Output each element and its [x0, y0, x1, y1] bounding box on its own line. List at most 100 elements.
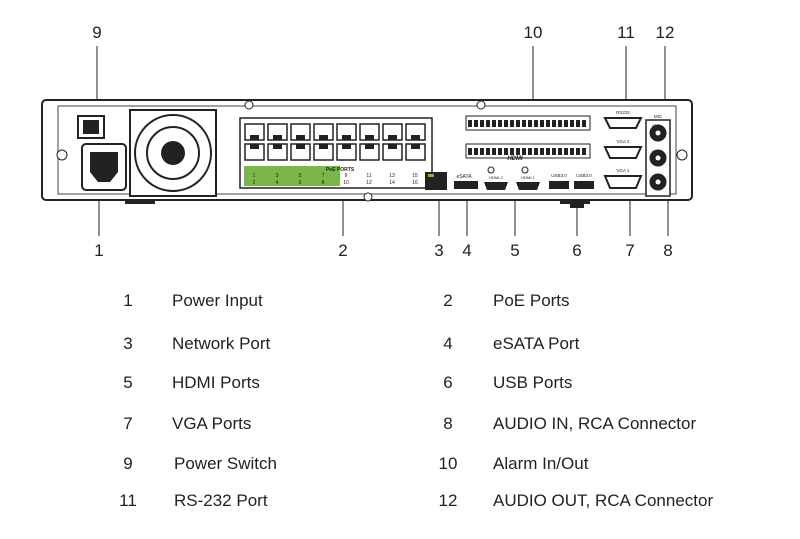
alarm-terminal-pin	[486, 148, 490, 155]
hdmi2-label: HDMI 2	[489, 175, 503, 180]
alarm-terminal-pin	[570, 120, 574, 127]
usb-a-label: USB3.0	[551, 173, 567, 178]
legend-number: 5	[123, 373, 133, 392]
poe-jack-tab	[411, 135, 420, 140]
legend-label: AUDIO OUT, RCA Connector	[493, 491, 714, 510]
legend-label: AUDIO IN, RCA Connector	[493, 414, 697, 433]
fan-hub	[161, 141, 185, 165]
poe-jack-tab	[250, 144, 259, 149]
usb-port-b	[574, 181, 594, 189]
alarm-terminal-pin	[552, 120, 556, 127]
hdmi-port-2	[484, 182, 508, 190]
legend-number: 10	[438, 454, 458, 473]
legend-label: VGA Ports	[172, 414, 252, 433]
legend-number: 4	[443, 334, 453, 353]
callout-10: 10	[523, 23, 543, 42]
alarm-terminal-pin	[528, 120, 532, 127]
callout-4: 4	[462, 241, 472, 260]
alarm-terminal-pin	[552, 148, 556, 155]
alarm-terminal-pin	[468, 148, 472, 155]
hdmi1-label: HDMI 1	[521, 175, 535, 180]
poe-port-number: 3	[276, 173, 279, 179]
callout-12: 12	[655, 23, 675, 42]
callout-6: 6	[572, 241, 582, 260]
alarm-terminal-pin	[492, 120, 496, 127]
legend-number: 2	[443, 291, 453, 310]
poe-jack-tab	[250, 135, 259, 140]
poe-port-number: 13	[389, 173, 395, 179]
fan-grille-inner	[146, 126, 200, 180]
alarm-terminal-blocks	[465, 115, 591, 159]
audio-extra-rca-center	[655, 179, 661, 185]
legend-number: 12	[438, 491, 458, 510]
alarm-terminal-pin	[522, 148, 526, 155]
alarm-terminal-pin	[576, 120, 580, 127]
legend-label: Alarm In/Out	[493, 454, 589, 473]
callout-8: 8	[663, 241, 673, 260]
vga2-label: VGA 2	[616, 139, 630, 144]
alarm-terminal-pin	[558, 120, 562, 127]
legend-label: eSATA Port	[493, 334, 580, 353]
alarm-terminal-pin	[474, 148, 478, 155]
audio-out-rca-center	[655, 130, 661, 136]
alarm-terminal-pin	[528, 148, 532, 155]
poe-jack-tab	[273, 144, 282, 149]
poe-port-number: 4	[276, 180, 279, 186]
fan-grille	[134, 114, 212, 192]
poe-port-number: 12	[366, 180, 372, 186]
poe-port-number: 11	[366, 173, 371, 179]
alarm-terminal-pin	[516, 120, 520, 127]
poe-jacks	[244, 123, 426, 161]
audio-in-rca-center	[655, 155, 661, 161]
alarm-terminal-pin	[516, 148, 520, 155]
alarm-terminal-pin	[492, 148, 496, 155]
hdmi-brand-label: HDMI	[507, 156, 523, 162]
alarm-terminal-pin	[582, 148, 586, 155]
poe-jack-tab	[388, 144, 397, 149]
power-input-socket	[90, 152, 118, 182]
legend-label: Power Input	[172, 291, 263, 310]
callout-11: 11	[617, 23, 635, 42]
poe-port-number: 1	[253, 173, 256, 179]
rs232-port	[603, 117, 643, 129]
alarm-terminal-pin	[510, 120, 514, 127]
alarm-terminal-pin	[540, 120, 544, 127]
alarm-terminal-pin	[468, 120, 472, 127]
callout-9: 9	[92, 23, 102, 42]
poe-jack-tab	[319, 135, 328, 140]
usb-port-a	[549, 181, 569, 189]
legend-label: HDMI Ports	[172, 373, 260, 392]
legend-number: 3	[123, 334, 133, 353]
alarm-terminal-pin	[504, 120, 508, 127]
callout-5: 5	[510, 241, 520, 260]
alarm-terminal-pin	[498, 120, 502, 127]
alarm-terminal-pin	[534, 120, 538, 127]
callout-7: 7	[625, 241, 635, 260]
legend-label: USB Ports	[493, 373, 573, 392]
mic-label: MIC	[654, 114, 663, 119]
poe-port-number: 7	[322, 173, 325, 179]
alarm-terminal-pin	[558, 148, 562, 155]
alarm-terminal-pin	[504, 148, 508, 155]
poe-jack-tab	[365, 144, 374, 149]
legend-number: 8	[443, 414, 453, 433]
legend-label: RS-232 Port	[174, 491, 268, 510]
network-port-led	[428, 174, 434, 177]
alarm-terminal-pin	[498, 148, 502, 155]
chassis-foot-left	[125, 200, 155, 204]
usb-foot	[570, 204, 584, 208]
legend-number: 9	[123, 454, 133, 473]
power-switch-rocker	[83, 120, 99, 134]
legend-number: 11	[119, 491, 137, 510]
chassis-foot-right	[560, 200, 590, 204]
alarm-terminal-pin	[582, 120, 586, 127]
vga2-port	[603, 146, 643, 159]
poe-jack-tab	[388, 135, 397, 140]
poe-jack-tab	[296, 144, 305, 149]
legend-number: 7	[123, 414, 133, 433]
callout-1: 1	[94, 241, 104, 260]
legend-number: 1	[123, 291, 133, 310]
screws	[56, 100, 688, 202]
